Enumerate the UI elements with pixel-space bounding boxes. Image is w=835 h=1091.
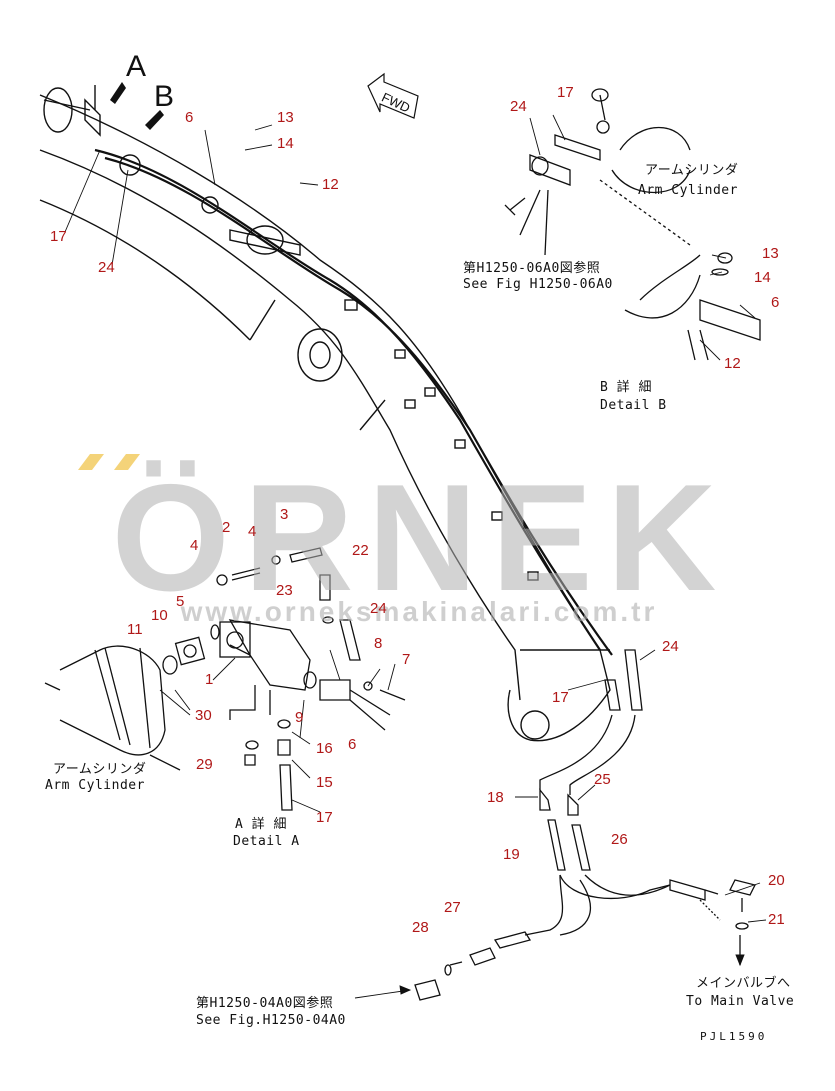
detail-a-en: Detail A (233, 834, 300, 849)
part-label-21: 21 (768, 911, 785, 928)
part-label-8: 8 (374, 635, 383, 652)
see-fig-04-jp: 第H1250-04A0図参照 (196, 996, 334, 1011)
part-label-16: 16 (316, 740, 333, 757)
part-label-6c: 6 (348, 736, 357, 753)
detail-a-drawing (44, 547, 406, 811)
part-label-6b: 6 (771, 294, 780, 311)
part-label-5: 5 (176, 593, 185, 610)
part-label-17d: 17 (552, 689, 569, 706)
watermark-url: www.orneksmakinalari.com.tr (180, 596, 658, 627)
part-label-2: 2 (222, 519, 231, 536)
part-label-28: 28 (412, 919, 429, 936)
part-label-26: 26 (611, 831, 628, 848)
watermark-brand: ÖRNEK (111, 453, 731, 623)
part-label-29: 29 (196, 756, 213, 773)
see-fig-06-en: See Fig H1250-06A0 (463, 277, 613, 292)
part-label-18: 18 (487, 789, 504, 806)
forward-arrow-icon: FWD (366, 72, 420, 128)
arm-structure (39, 85, 613, 742)
part-label-1: 1 (205, 671, 214, 688)
see-fig-06-jp: 第H1250-06A0図参照 (463, 261, 601, 276)
part-label-23: 23 (276, 582, 293, 599)
part-label-30: 30 (195, 707, 212, 724)
part-label-7: 7 (402, 651, 411, 668)
part-label-27: 27 (444, 899, 461, 916)
view-label-b: B (154, 80, 175, 113)
part-label-24c: 24 (370, 600, 387, 617)
part-label-14: 14 (277, 135, 294, 152)
detail-b-drawing (504, 88, 761, 361)
leader-lines (64, 114, 767, 999)
part-label-17: 17 (50, 228, 67, 245)
detail-b-jp: B 詳 細 (600, 380, 652, 395)
part-label-4: 4 (190, 537, 199, 554)
view-label-a: A (126, 50, 147, 83)
part-label-3: 3 (280, 506, 289, 523)
part-label-22: 22 (352, 542, 369, 559)
arm-cylinder-jp-top: アームシリンダ (645, 163, 739, 178)
part-label-17c: 17 (316, 809, 333, 826)
arm-cylinder-en-left: Arm Cylinder (45, 778, 145, 793)
detail-a-jp: A 詳 細 (235, 817, 287, 832)
part-label-15: 15 (316, 774, 333, 791)
hose-routing (414, 649, 756, 1001)
see-fig-04-en: See Fig.H1250-04A0 (196, 1013, 346, 1028)
part-label-11: 11 (127, 621, 143, 638)
arm-cylinder-jp-left: アームシリンダ (53, 762, 147, 777)
part-label-20: 20 (768, 872, 785, 889)
part-label-24d: 24 (662, 638, 679, 655)
watermark-accent-icon (78, 454, 148, 476)
part-label-19: 19 (503, 846, 520, 863)
part-label-13: 13 (277, 109, 294, 126)
part-label-12: 12 (322, 176, 339, 193)
part-label-13b: 13 (762, 245, 779, 262)
to-main-valve-en: To Main Valve (686, 994, 795, 1009)
part-label-4b: 4 (248, 523, 257, 540)
arm-cylinder-en-top: Arm Cylinder (638, 183, 738, 198)
part-label-24b: 24 (510, 98, 527, 115)
drawing-code: PJL1590 (700, 1030, 768, 1043)
part-label-10: 10 (151, 607, 168, 624)
part-label-6: 6 (185, 109, 194, 126)
detail-b-en: Detail B (600, 398, 667, 413)
part-label-24: 24 (98, 259, 115, 276)
part-label-25: 25 (594, 771, 611, 788)
part-label-14b: 14 (754, 269, 771, 286)
part-label-9: 9 (295, 709, 304, 726)
to-main-valve-jp: メインバルブへ (696, 976, 791, 991)
part-label-17b: 17 (557, 84, 574, 101)
view-arrows (110, 82, 164, 130)
part-label-12b: 12 (724, 355, 741, 372)
